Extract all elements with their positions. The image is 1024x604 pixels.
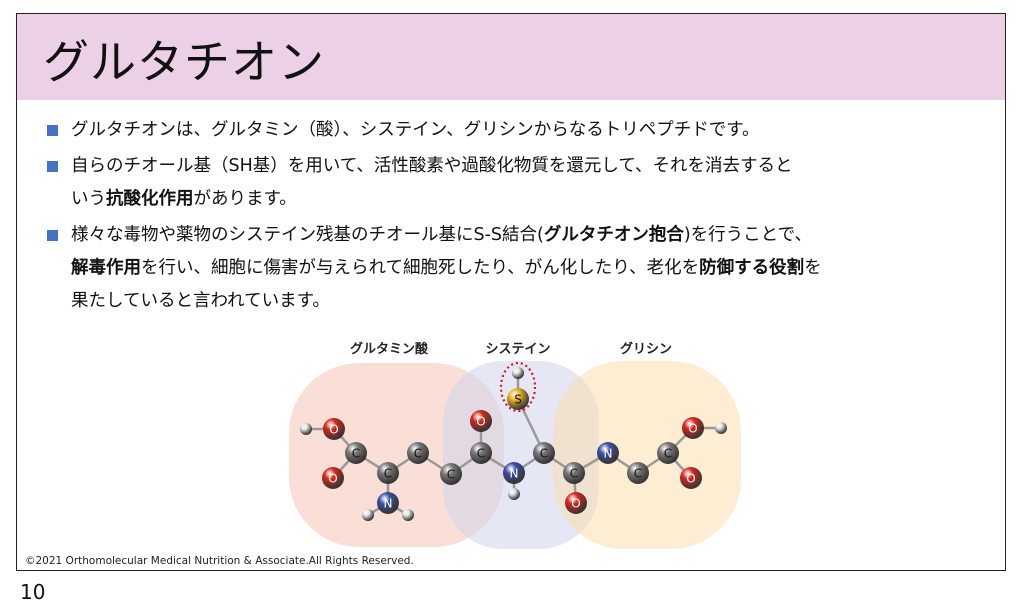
hydrogen-atom [362,509,374,521]
glycine-region [553,361,741,549]
carbon-atom [345,442,367,464]
bullet-text: 果たしていると言われています。 [71,291,330,311]
slide: グルタチオン グルタチオンは、グルタミン（酸）、システイン、グリシンからなるトリ… [16,13,1006,571]
bullet-text: グルタチオンは、グルタミン（酸）、システイン、グリシンからなるトリペプチドです。 [71,120,760,140]
atom-label: C [540,447,548,461]
bullet-square-icon [47,125,58,136]
hydrogen-atom [512,367,524,379]
atom-label: C [477,447,485,461]
carbon-atom [627,462,649,484]
atom-label: S [514,393,522,407]
bullet-item: グルタチオンは、グルタミン（酸）、システイン、グリシンからなるトリペプチドです。 [47,114,985,147]
atom-label: C [414,447,422,461]
nitrogen-atom [503,462,525,484]
copyright: ©2021 Orthomolecular Medical Nutrition &… [25,555,414,567]
hydrogen-atom [715,422,727,434]
bullet-item: 様々な毒物や薬物のシステイン残基のチオール基にS-S結合(グルタチオン抱合)を行… [47,219,985,318]
bullet-text: 様々な毒物や薬物のシステイン残基のチオール基にS-S結合( [71,225,544,245]
oxygen-atom [682,417,704,439]
bullet-square-icon [47,161,58,172]
bold-text: 防御する役割 [699,258,805,278]
page-number: 10 [20,580,46,604]
oxygen-atom [680,467,702,489]
sulfur-atom [507,388,529,410]
thiol-highlight [499,361,537,413]
carbon-atom [470,442,492,464]
atom-label: O [328,472,337,486]
atom-label: C [570,467,578,481]
nitrogen-atom [597,442,619,464]
carbon-atom [377,462,399,484]
bullet-list: グルタチオンは、グルタミン（酸）、システイン、グリシンからなるトリペプチドです。… [47,114,985,321]
bullet-text: )を行うことで、 [683,225,812,245]
atom-label: O [686,472,695,486]
carbon-atom [440,463,462,485]
bullet-text: 自らのチオール基（SH基）を用いて、活性酸素や過酸化物質を還元して、それを消去す… [71,156,793,176]
atom-label: C [447,468,455,482]
carbon-atom [533,442,555,464]
atom-label: O [571,497,580,511]
bold-text: グルタチオン抱合 [543,225,684,245]
oxygen-atom [323,418,345,440]
slide-title: グルタチオン [43,35,325,89]
bullet-text: いう [71,189,106,209]
atom-label: N [604,447,613,461]
bold-text: 抗酸化作用 [106,189,194,209]
bullet-text: を行い、細胞に傷害が与えられて細胞死したり、がん化したり、老化を [141,258,700,278]
atom-label: O [476,415,485,429]
label-glycine: グリシン [620,341,672,357]
atom-label: C [384,467,392,481]
label-cysteine: システイン [485,342,550,357]
label-glutamic-acid: グルタミン酸 [350,341,429,357]
atom-label: C [352,447,360,461]
bold-text: 解毒作用 [71,258,141,278]
bullet-square-icon [47,230,58,241]
nitrogen-atom [377,492,399,514]
atom-label: O [329,423,338,437]
atom-label: N [384,497,393,511]
atom-label: C [634,467,642,481]
bullet-text: を [804,258,822,278]
oxygen-atom [322,467,344,489]
title-band: グルタチオン [17,14,1005,100]
carbon-atom [407,442,429,464]
hydrogen-atom [508,488,520,500]
hydrogen-atom [300,423,312,435]
carbon-atom [657,442,679,464]
oxygen-atom [565,492,587,514]
hydrogen-atom [402,509,414,521]
oxygen-atom [470,410,492,432]
bullet-text: があります。 [193,189,297,209]
carbon-atom [563,462,585,484]
atom-label: N [510,467,519,481]
atom-label: C [664,447,672,461]
bullet-item: 自らのチオール基（SH基）を用いて、活性酸素や過酸化物質を還元して、それを消去す… [47,150,985,216]
atom-label: O [688,422,697,436]
